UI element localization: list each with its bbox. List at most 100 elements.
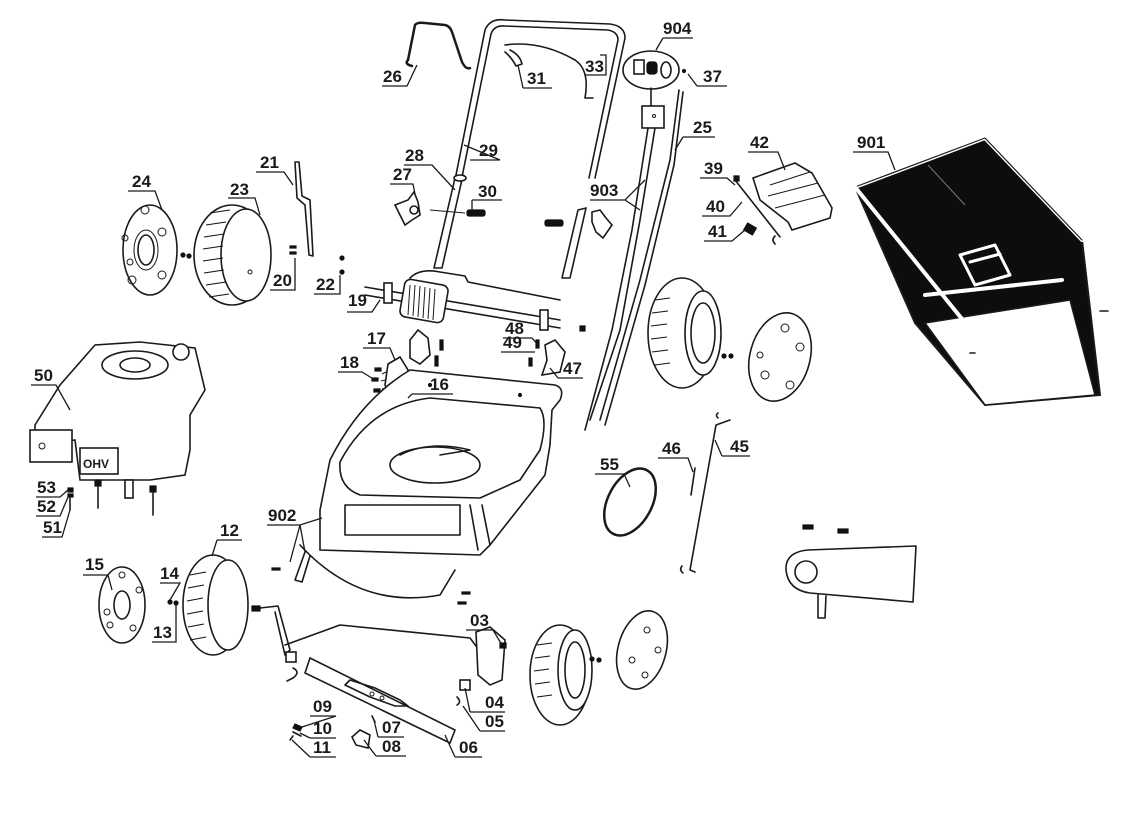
bail-lever-part [405, 21, 472, 70]
callout-41: 41 [704, 222, 746, 242]
callout-29: 29 [463, 141, 501, 161]
drive-lever-part [504, 43, 594, 99]
lower-handle-left [433, 174, 467, 269]
flap-axle-part [733, 175, 781, 245]
throttle-control-set-part [622, 50, 687, 90]
callout-label-53: 53 [37, 478, 56, 497]
callout-label-903: 903 [590, 181, 618, 200]
callout-06: 06 [444, 734, 482, 758]
callout-label-06: 06 [459, 738, 478, 757]
callout-07: 07 [373, 718, 404, 738]
callout-49: 49 [501, 333, 535, 353]
callout-label-08: 08 [382, 737, 401, 756]
callout-40: 40 [702, 197, 743, 217]
callout-label-30: 30 [478, 182, 497, 201]
blade-part [289, 656, 457, 749]
callout-24: 24 [128, 172, 163, 211]
callout-25: 25 [674, 118, 715, 151]
mulching-plug-part [785, 524, 917, 619]
callout-22: 22 [314, 275, 341, 295]
callout-45: 45 [714, 437, 750, 457]
upper-handle-part [454, 18, 626, 183]
mower-deck-part [319, 369, 563, 556]
callout-11: 11 [291, 738, 336, 758]
callout-label-24: 24 [132, 172, 151, 191]
callout-14: 14 [160, 564, 182, 601]
callout-label-21: 21 [260, 153, 279, 172]
height-adjust-lever-part [289, 161, 345, 275]
rod-part [679, 412, 731, 574]
callout-label-07: 07 [382, 718, 401, 737]
callout-label-901: 901 [857, 133, 885, 152]
pivot-bracket-part [409, 328, 444, 367]
rear-axle-gearbox-part [364, 270, 586, 332]
callout-label-14: 14 [160, 564, 179, 583]
front-wheel-left [182, 554, 249, 656]
callout-label-47: 47 [563, 359, 582, 378]
callout-label-904: 904 [663, 19, 692, 38]
callout-label-12: 12 [220, 521, 239, 540]
callout-label-09: 09 [313, 697, 332, 716]
cable-set-part [584, 87, 684, 431]
callout-52: 52 [36, 496, 69, 517]
callout-label-37: 37 [703, 67, 722, 86]
callout-label-48: 48 [505, 319, 524, 338]
callout-08: 08 [363, 737, 406, 757]
front-hub-cap-left [98, 566, 179, 644]
callout-label-28: 28 [405, 146, 424, 165]
callout-label-23: 23 [230, 180, 249, 199]
front-cover-part [271, 544, 471, 605]
callout-label-15: 15 [85, 555, 104, 574]
callout-04: 04 [464, 687, 505, 713]
callout-19: 19 [347, 291, 381, 313]
callout-label-46: 46 [662, 439, 681, 458]
callout-15: 15 [83, 555, 113, 591]
handle-bolt-left [429, 209, 486, 217]
callout-label-45: 45 [730, 437, 749, 456]
callout-label-50: 50 [34, 366, 53, 385]
star-knob-right [591, 209, 614, 240]
grass-catcher-part [853, 136, 1109, 407]
callout-label-25: 25 [693, 118, 712, 137]
callout-label-22: 22 [316, 275, 335, 294]
callout-55: 55 [595, 455, 631, 488]
callout-10: 10 [299, 719, 336, 739]
hub-cap-rear-right [747, 312, 813, 402]
callout-label-05: 05 [485, 712, 504, 731]
callout-label-27: 27 [393, 165, 412, 184]
callout-48: 48 [503, 319, 539, 346]
callout-30: 30 [471, 182, 502, 210]
callout-label-13: 13 [153, 623, 172, 642]
callout-23: 23 [228, 180, 261, 216]
callout-label-03: 03 [470, 611, 489, 630]
callout-47: 47 [549, 359, 583, 379]
drive-belt-part [603, 467, 657, 537]
engine-part: OHV [29, 341, 206, 516]
callout-50: 50 [31, 366, 71, 411]
rear-flap-part [752, 162, 833, 231]
front-hub-cap-right [615, 610, 669, 690]
callout-label-10: 10 [313, 719, 332, 738]
star-knob-left [393, 190, 421, 227]
callout-label-39: 39 [704, 159, 723, 178]
callout-label-16: 16 [430, 375, 449, 394]
rear-wheel-left [193, 204, 272, 306]
lower-handle-right [561, 207, 587, 279]
callout-03: 03 [466, 611, 503, 646]
handle-bolt-right [544, 219, 564, 227]
callout-12: 12 [211, 521, 242, 557]
callout-904: 904 [655, 19, 693, 51]
callout-label-42: 42 [750, 133, 769, 152]
callout-51: 51 [42, 509, 71, 538]
callout-label-41: 41 [708, 222, 727, 241]
callout-31: 31 [517, 64, 552, 89]
callout-label-20: 20 [273, 271, 292, 290]
callout-902: 902 [267, 506, 323, 563]
callout-label-49: 49 [503, 333, 522, 352]
callout-label-17: 17 [367, 329, 386, 348]
callout-label-52: 52 [37, 497, 56, 516]
callout-37: 37 [687, 67, 727, 87]
callout-16: 16 [407, 375, 453, 399]
callout-05: 05 [462, 705, 505, 732]
callout-label-04: 04 [485, 693, 504, 712]
